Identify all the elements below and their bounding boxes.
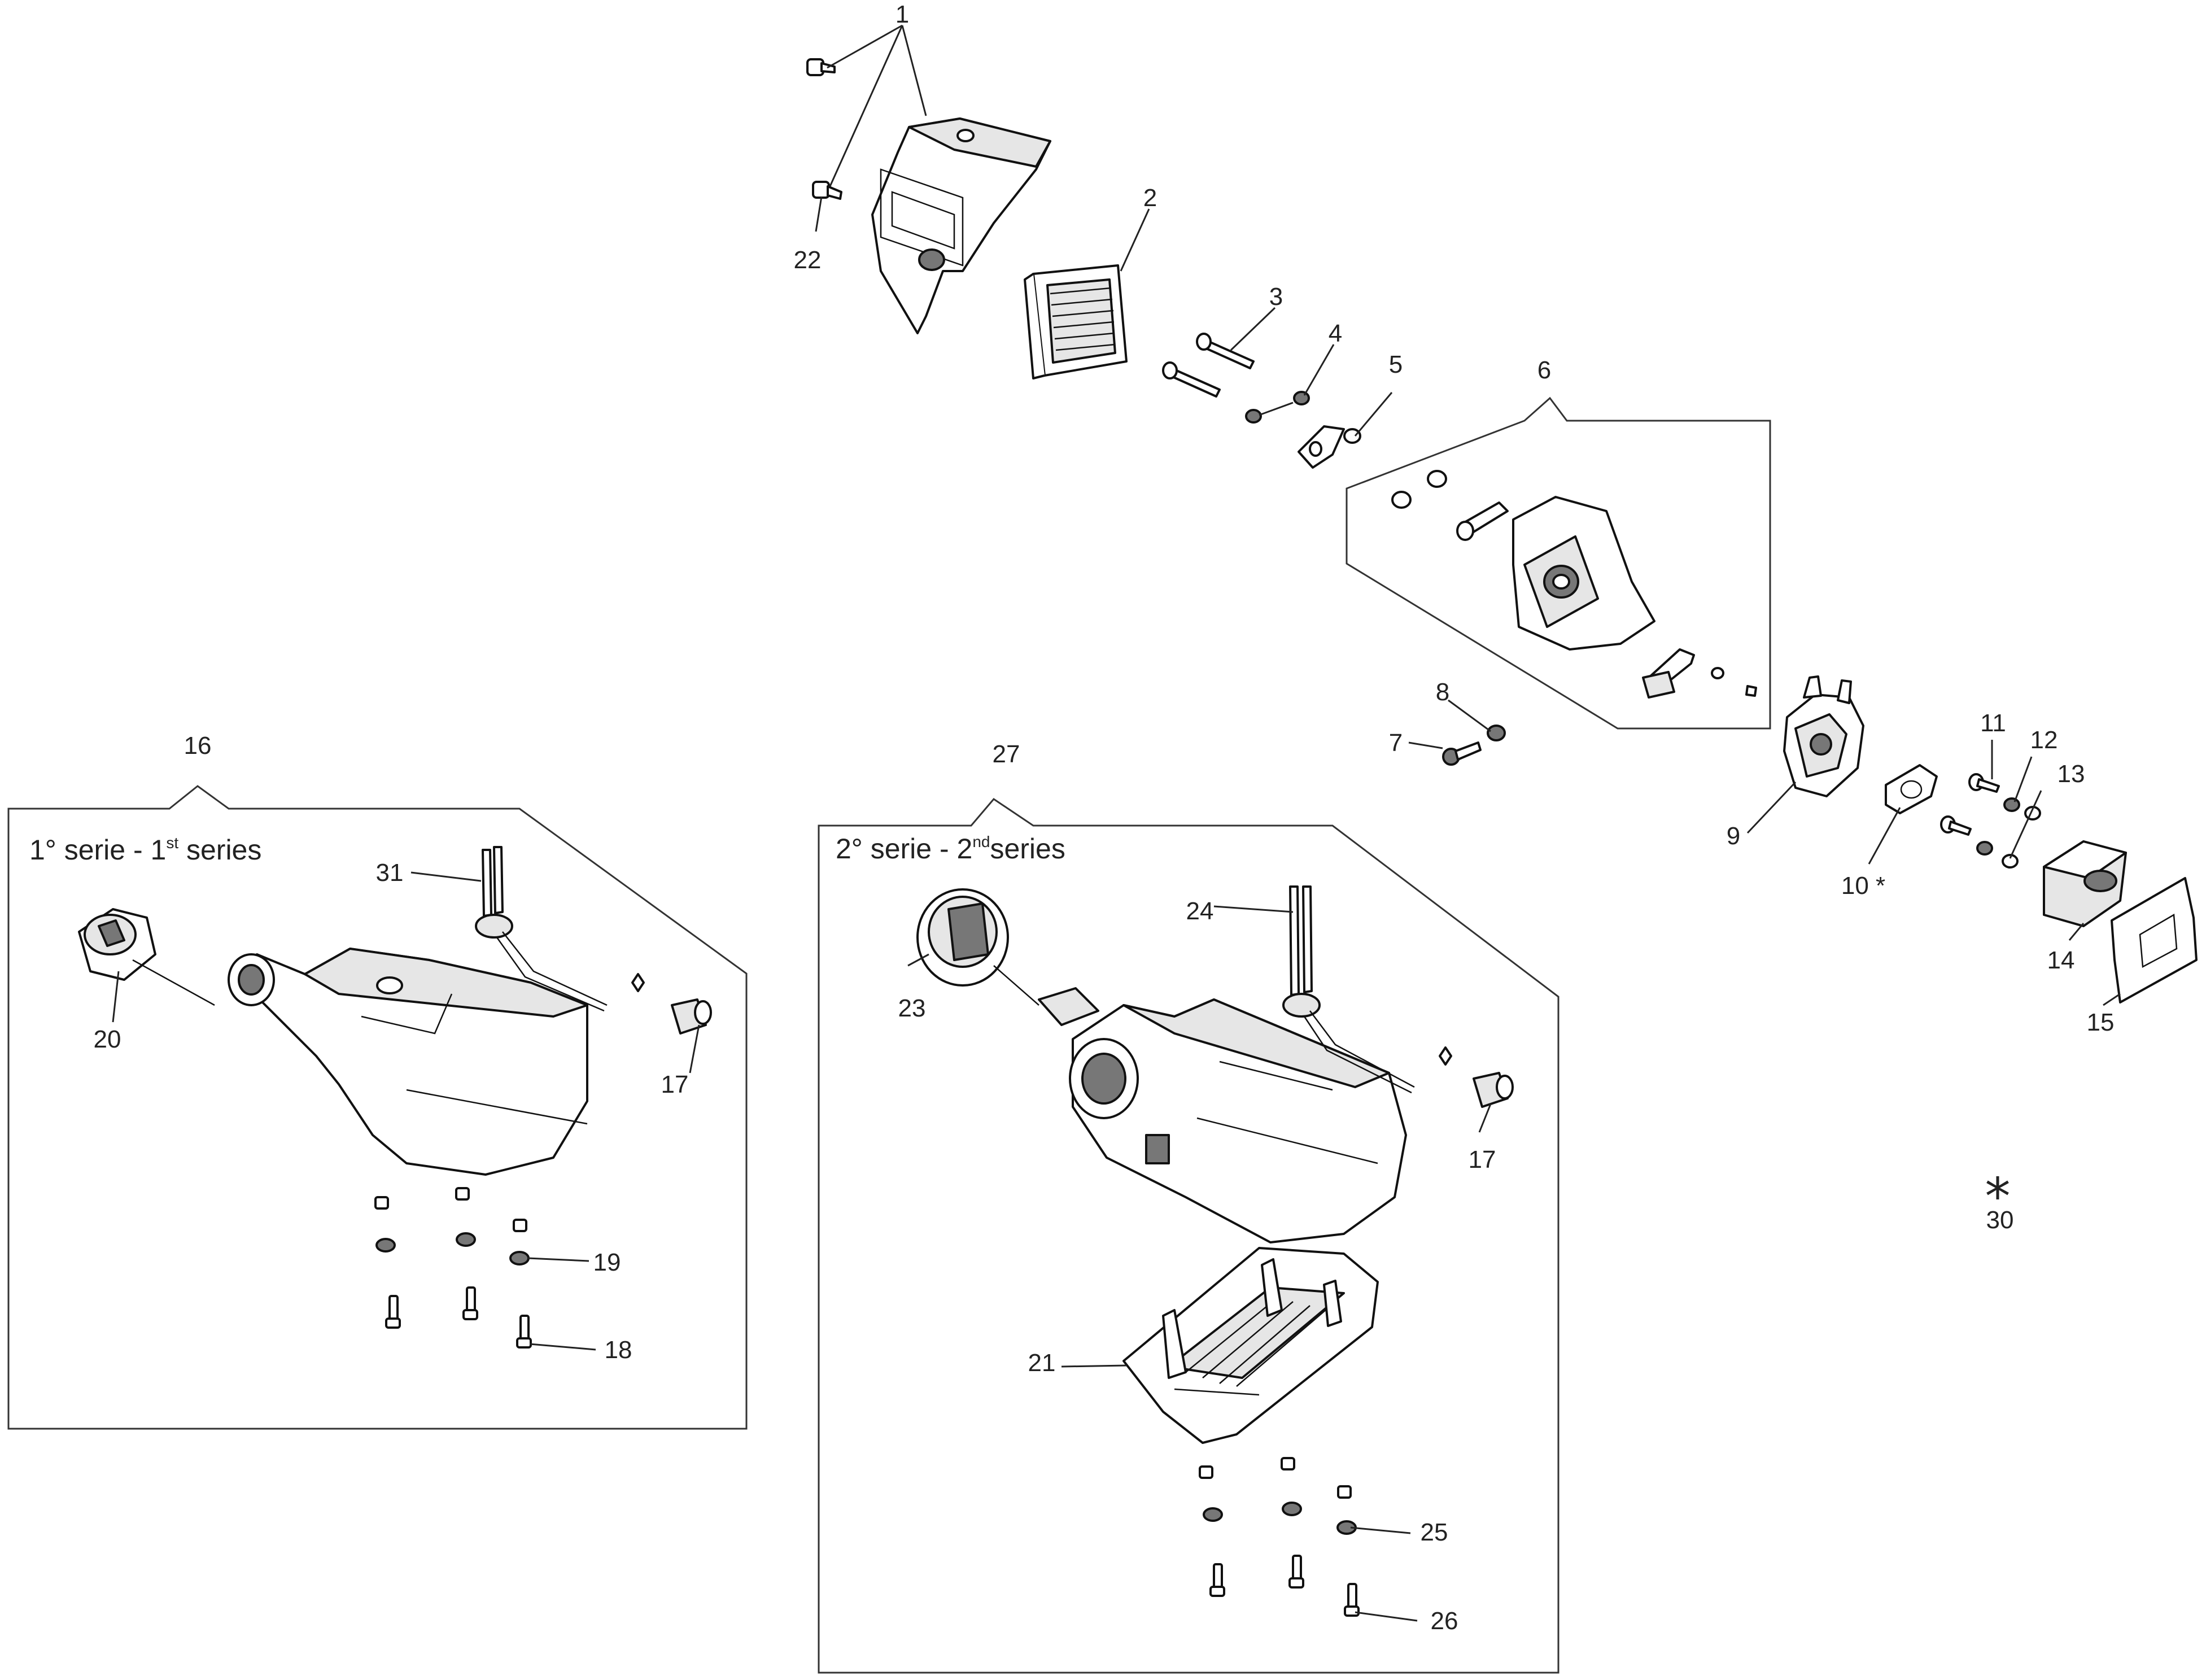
fuel-cap-first-series	[78, 908, 215, 1006]
group-ref-16: 16	[184, 732, 212, 760]
label-14: 14	[2047, 946, 2075, 974]
label-17-second-series: 17	[1469, 1146, 1496, 1173]
label-10: 10 *	[1841, 872, 1885, 900]
label-3: 3	[1269, 283, 1283, 311]
fuel-pickup-first-series	[475, 846, 608, 1012]
first-series-title: 1° serie - 1st series	[29, 834, 261, 866]
label-19: 19	[593, 1249, 621, 1276]
label-21: 21	[1028, 1349, 1056, 1377]
label-1: 1	[895, 1, 909, 28]
label-31: 31	[376, 859, 404, 887]
label-8: 8	[1436, 678, 1449, 706]
label-20: 20	[94, 1026, 121, 1053]
label-24: 24	[1186, 897, 1214, 925]
washers-part-4	[1245, 391, 1310, 424]
screw-part-7	[1442, 741, 1482, 766]
fuel-pickup-second-series	[1282, 885, 1415, 1094]
label-7: 7	[1389, 729, 1403, 757]
carb-gasket	[1885, 764, 1938, 814]
label-18: 18	[605, 1336, 632, 1364]
label-22: 22	[794, 246, 822, 274]
label-30: 30	[1986, 1206, 2014, 1234]
fuel-cap-second-series	[916, 888, 1099, 1026]
carb-holder-assembly	[1391, 470, 1757, 699]
second-series-title: 2° serie - 2ndseries	[836, 833, 1065, 865]
washer-part-8	[1487, 725, 1506, 741]
group-box-first-series	[7, 785, 748, 1430]
fuel-filter-first-series	[631, 973, 712, 1035]
cover-screw-upper	[806, 58, 836, 76]
label-23: 23	[898, 994, 926, 1022]
label-25: 25	[1421, 1518, 1448, 1546]
air-filter-cover	[871, 117, 1051, 334]
label-12: 12	[2030, 726, 2058, 754]
tank-guard-plate	[1122, 1247, 1379, 1444]
asterisk-note-symbol: *	[1985, 1167, 2011, 1227]
fuel-tank-first-series	[228, 948, 588, 1176]
bracket-part-5	[1298, 425, 1361, 469]
label-9: 9	[1727, 822, 1740, 850]
cover-screw-lower	[812, 181, 842, 200]
filter-bolts	[1162, 333, 1255, 398]
washers-part-12	[1976, 797, 2020, 856]
label-4: 4	[1329, 320, 1342, 347]
label-5: 5	[1389, 351, 1403, 378]
leader-lines	[112, 24, 2121, 1622]
carburetor	[1783, 675, 1864, 797]
tank-mount-hardware-first-series	[374, 1187, 532, 1349]
fuel-tank-second-series	[1069, 998, 1407, 1243]
gasket-plate	[2111, 877, 2198, 1003]
bolts-part-11	[1940, 773, 2000, 836]
air-filter-element	[1024, 264, 1128, 379]
group-box-second-series	[818, 798, 1560, 1674]
label-11: 11	[1980, 709, 2006, 737]
label-13: 13	[2058, 760, 2085, 788]
group-box-carb-assembly	[1346, 396, 1771, 730]
tank-mount-hardware-second-series	[1199, 1457, 1360, 1617]
washers-part-13	[2002, 806, 2041, 869]
intake-spacer	[2043, 840, 2127, 927]
fuel-filter-second-series	[1439, 1046, 1514, 1108]
label-15: 15	[2087, 1009, 2115, 1036]
group-ref-27: 27	[993, 740, 1020, 768]
label-2: 2	[1143, 184, 1157, 212]
label-26: 26	[1431, 1607, 1458, 1635]
label-17-first-series: 17	[661, 1071, 689, 1098]
group-ref-6: 6	[1537, 356, 1551, 384]
